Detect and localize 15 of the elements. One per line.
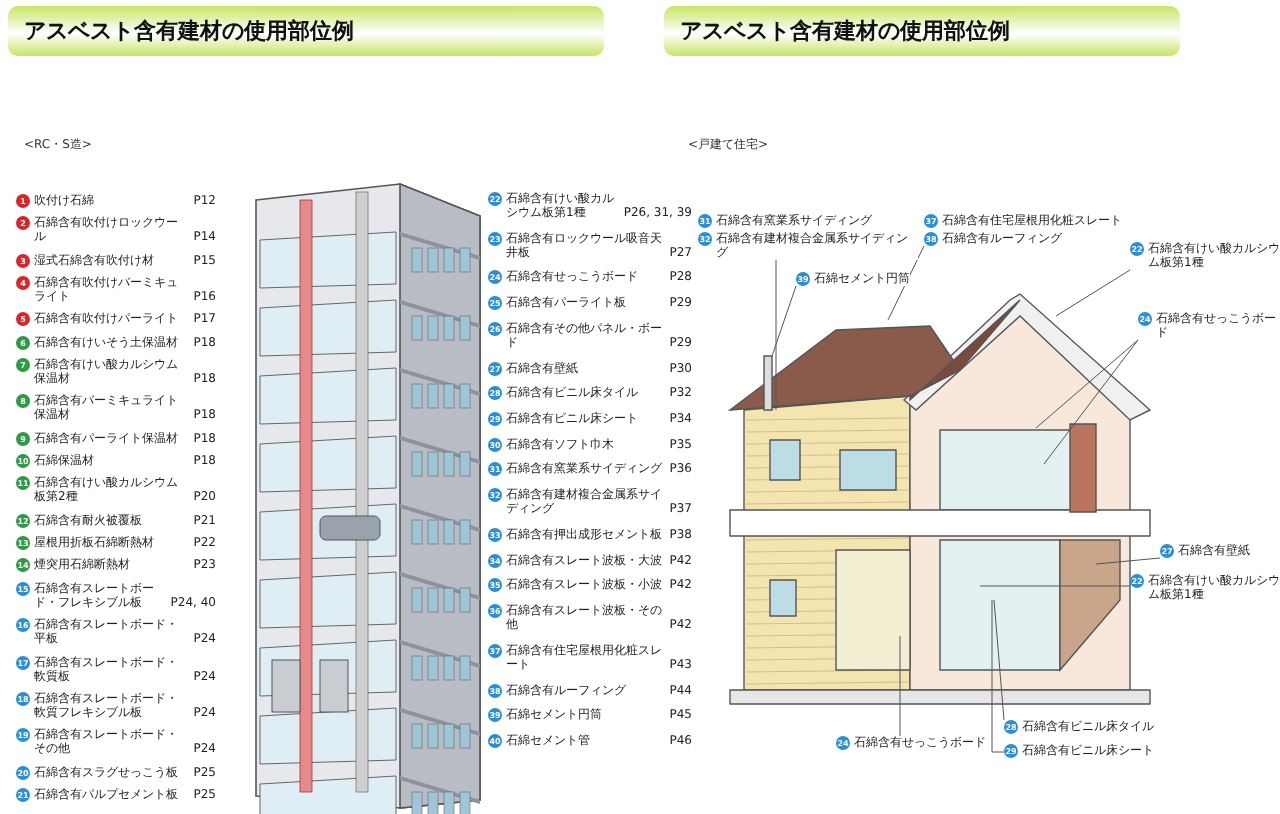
leader-line: [899, 635, 901, 737]
leader-line: [979, 585, 1131, 587]
leader-line: [775, 259, 777, 411]
leader-line: [993, 599, 1005, 721]
leader-line: [1035, 339, 1139, 429]
leader-line: [1095, 557, 1161, 565]
leader-line: [771, 285, 797, 357]
leader-line: [1055, 269, 1131, 317]
title-band: [8, 6, 604, 56]
leader-line: [991, 599, 1005, 753]
leader-line: [887, 245, 925, 321]
title-text: アスベスト含有建材の使用部位例: [680, 16, 1010, 46]
title-band: [664, 6, 1180, 56]
leader-line: [1043, 339, 1139, 465]
title-text: アスベスト含有建材の使用部位例: [24, 16, 354, 46]
